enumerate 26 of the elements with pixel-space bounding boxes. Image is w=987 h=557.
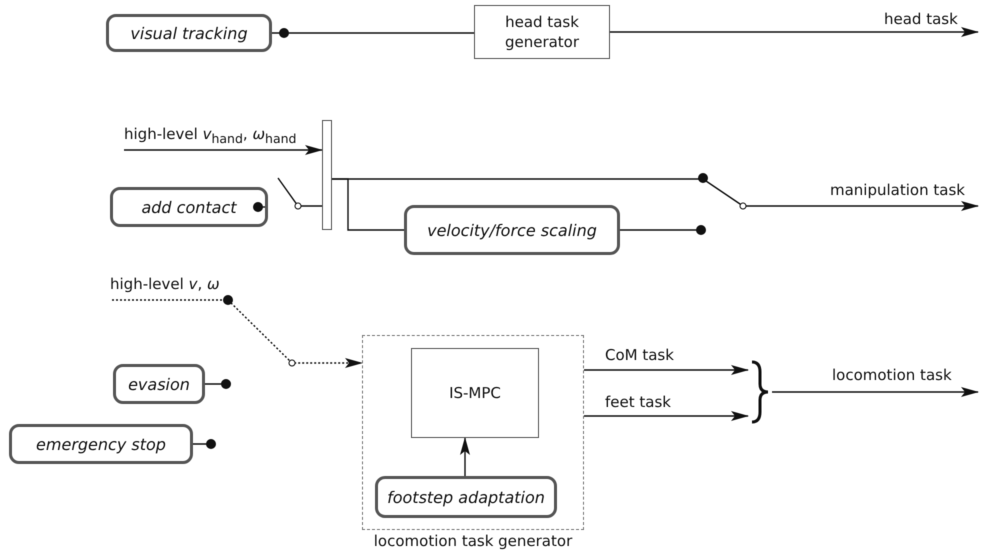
rounded-box: evasion bbox=[113, 364, 205, 404]
arrow bbox=[584, 365, 749, 375]
arrow bbox=[584, 411, 749, 421]
rounded-box: visual tracking bbox=[106, 14, 272, 52]
arrow bbox=[772, 387, 979, 397]
group-title: locomotion task generator bbox=[374, 532, 572, 550]
arrow bbox=[124, 145, 323, 155]
multiplexer-bar bbox=[322, 120, 332, 230]
edge-label: manipulation task bbox=[828, 181, 967, 199]
rounded-box: emergency stop bbox=[9, 424, 193, 464]
rounded-box: footstep adaptation bbox=[375, 476, 557, 518]
arrow bbox=[610, 27, 979, 37]
rounded-box: velocity/force scaling bbox=[404, 205, 620, 255]
connector-line bbox=[253, 202, 268, 212]
arrow bbox=[460, 437, 470, 476]
process-box: IS-MPC bbox=[411, 348, 539, 438]
connector-line bbox=[332, 178, 404, 231]
edge-label: high-level v, ω bbox=[108, 275, 222, 293]
connector-line bbox=[620, 225, 706, 235]
connector-line bbox=[205, 379, 231, 389]
connector-line bbox=[272, 32, 474, 34]
process-box: head task generator bbox=[474, 5, 610, 59]
connector-line bbox=[277, 178, 322, 207]
connector-line bbox=[193, 439, 216, 449]
rounded-box: add contact bbox=[110, 187, 268, 227]
arrow bbox=[112, 299, 363, 368]
